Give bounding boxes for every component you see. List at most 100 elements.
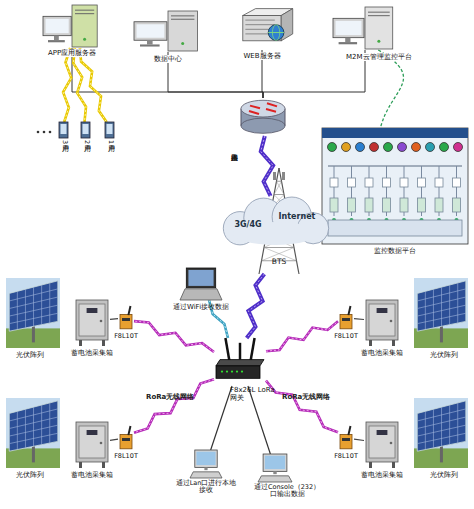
illustration-part (328, 166, 462, 167)
cable-line (211, 386, 232, 450)
node-label: 通过Lan口进行本地接收 (174, 480, 238, 495)
illustration-part (414, 278, 468, 348)
ellipsis-dot (49, 131, 52, 134)
illustration-part (195, 450, 217, 467)
illustration-part (241, 109, 242, 126)
wireless-bolt-highlight (80, 48, 107, 122)
illustration-part (272, 208, 290, 221)
node-label: F8L10T (110, 453, 142, 460)
node-illustration (6, 398, 60, 468)
illustration-part (245, 20, 274, 21)
illustration-part (269, 221, 292, 234)
node-illustration (42, 4, 102, 48)
illustration-part (72, 5, 97, 47)
pc-icon: 通过Lan口进行本地接收 (190, 450, 222, 478)
node-illustration (414, 278, 468, 348)
illustration-part (250, 338, 254, 362)
illustration-part (190, 472, 222, 478)
illustration-part (269, 221, 289, 222)
node-label: Internet (272, 212, 322, 221)
illustration-part (250, 106, 260, 109)
node-illustration (338, 426, 354, 450)
server-icon: M2M云管理监控平台 (332, 6, 398, 50)
node-illustration (214, 196, 332, 248)
illustration-part (107, 124, 113, 134)
illustration-part (449, 405, 450, 445)
illustration-part (365, 178, 373, 187)
node-label: 光伏阵列 (6, 471, 54, 479)
illustration-part (453, 178, 461, 187)
illustration-part (33, 287, 34, 326)
node-illustration (104, 122, 115, 138)
illustration-part (268, 32, 284, 33)
illustration-part (369, 304, 395, 336)
illustration-part (277, 181, 282, 182)
illustration-part (83, 38, 86, 41)
illustration-part (49, 403, 50, 443)
illustration-part (79, 304, 105, 336)
illustration-part (181, 42, 184, 45)
dashed-link (378, 50, 403, 128)
node-illustration (332, 6, 398, 50)
illustration-part (196, 452, 215, 465)
illustration-part (433, 409, 434, 448)
illustration-part (9, 401, 58, 451)
illustration-part (342, 438, 350, 441)
illustration-part (345, 38, 350, 42)
illustration-part (368, 12, 390, 13)
wireless-bolt-highlight (134, 321, 214, 352)
node-label: 用户2 (81, 140, 90, 144)
lora-module: F8L10T (118, 306, 134, 330)
node-illustration (230, 4, 294, 50)
illustration-part (435, 178, 443, 187)
illustration-part (48, 40, 65, 42)
illustration-part (128, 426, 130, 435)
illustration-part (400, 198, 408, 212)
illustration-part (330, 178, 338, 187)
node-label: APP应用服务器 (32, 49, 112, 57)
illustration-part (241, 371, 243, 373)
node-label: 光伏阵列 (420, 351, 468, 359)
illustration-part (370, 143, 379, 152)
illustration-part (122, 318, 130, 321)
node-illustration (133, 10, 203, 52)
illustration-part (392, 340, 395, 346)
network-label: RoRa无线网络 (282, 392, 330, 402)
illustration-part (348, 178, 356, 187)
illustration-part (383, 178, 391, 187)
illustration-part (122, 438, 130, 441)
wireless-bolt (261, 136, 273, 196)
illustration-part (249, 111, 259, 114)
node-label: M2M云管理监控平台 (346, 53, 442, 61)
illustration-part (264, 234, 292, 247)
illustration-part (435, 198, 443, 212)
illustration-part (449, 285, 450, 325)
lora-module: F8L10T (338, 426, 354, 450)
illustration-part (417, 281, 466, 331)
node-illustration (364, 296, 400, 346)
node-label: 蓄电池采集箱 (352, 349, 412, 357)
illustration-part (400, 178, 408, 187)
server-icon: APP应用服务器 (42, 4, 102, 48)
illustration-part (390, 442, 393, 445)
illustration-part (441, 407, 442, 446)
illustration-part (171, 15, 194, 16)
illustration-part (168, 11, 197, 51)
illustration-part (384, 143, 393, 152)
illustration-part (76, 300, 108, 340)
illustration-part (412, 143, 421, 152)
illustration-part (340, 434, 352, 448)
illustration-part (348, 306, 350, 315)
node-label: F8x26L LoRa网关 (230, 386, 278, 402)
server-icon: 数据中心 (133, 10, 203, 52)
illustration-part (81, 122, 90, 138)
illustration-part (333, 18, 364, 37)
illustration-part (128, 306, 130, 315)
illustration-part (120, 314, 132, 328)
phone-icon: 用户2 (80, 122, 91, 138)
battery-box: 蓄电池采集箱 (364, 296, 400, 346)
illustration-part (369, 462, 372, 468)
illustration-part (41, 405, 42, 445)
illustration-part (241, 118, 285, 133)
illustration-part (369, 426, 395, 458)
